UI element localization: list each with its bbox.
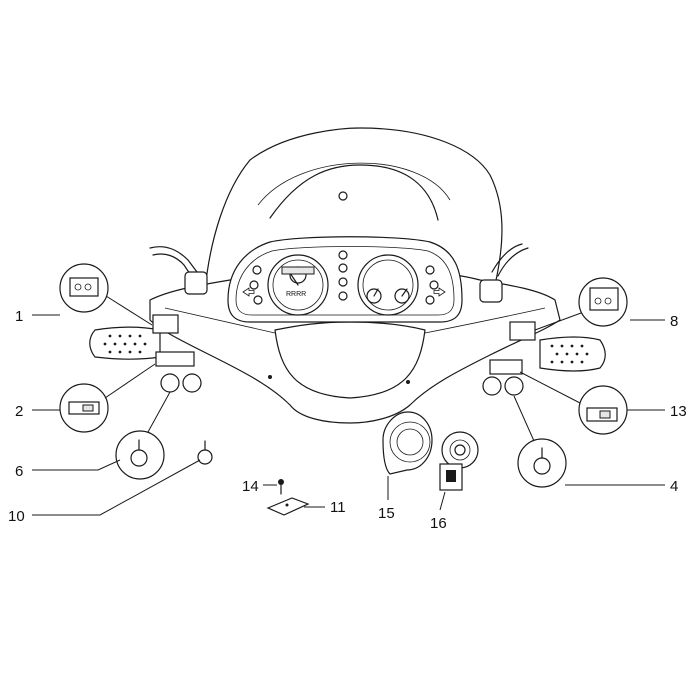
left-switch-housing [152,314,202,393]
leader-lines [32,314,665,516]
left-grip [89,326,161,360]
callout-16: 16 [430,515,447,532]
callout-15: 15 [378,505,395,522]
callout-labels: 1 2 6 10 8 13 4 14 11 15 16 [8,308,687,532]
windscreen [204,127,503,291]
right-switch-housing [482,321,536,396]
detail-switch-1 [59,263,153,326]
callout-13: 13 [670,403,687,420]
detail-switch-2 [59,363,156,433]
callout-1: 1 [15,308,23,325]
callout-8: 8 [670,313,678,330]
detail-switch-8 [534,277,628,331]
part-15 [382,411,433,475]
detail-switch-13 [519,371,628,435]
callout-11: 11 [330,499,346,516]
callout-6: 6 [15,463,23,480]
callout-10: 10 [8,508,25,525]
instrument-cluster: RRRR [227,236,463,323]
part-10 [197,440,213,465]
part-16 [439,431,479,491]
detail-knob-6 [115,391,171,480]
odometer-text: RRRR [286,291,306,298]
part-11 [266,497,310,516]
right-grip [539,336,606,372]
callout-2: 2 [15,403,23,420]
part-14 [278,479,284,495]
callout-4: 4 [670,478,678,495]
detail-knob-4 [513,395,567,488]
callout-14: 14 [242,478,259,495]
mirror-stems [149,243,529,303]
